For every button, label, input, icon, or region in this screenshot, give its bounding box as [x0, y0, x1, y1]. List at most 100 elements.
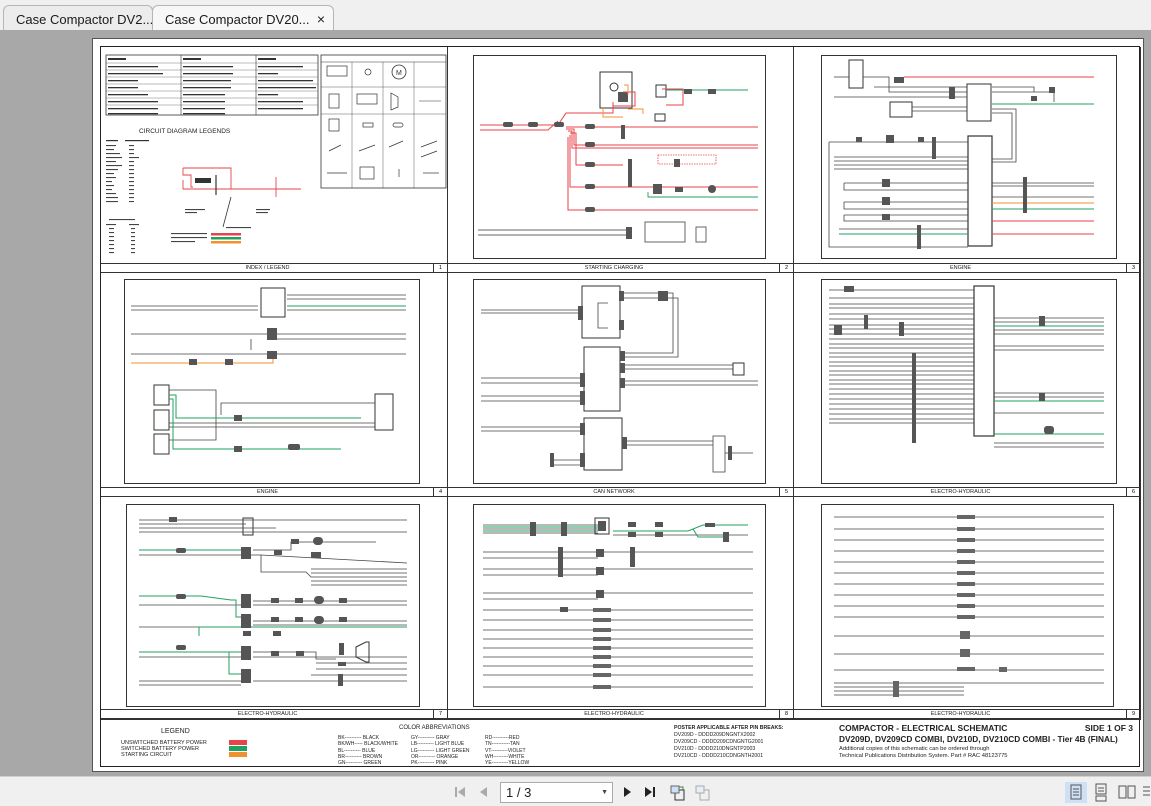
can-network-drawing: [481, 285, 758, 473]
cell-number: 2: [779, 263, 793, 272]
engine-4-drawing: [131, 287, 406, 455]
cell-title: ELECTRO-HYDRAULIC: [448, 709, 780, 718]
electro-hydraulic-9-drawing: [834, 515, 1104, 697]
order-note-2: Technical Publications Distribution Syst…: [839, 753, 1008, 759]
cell-number: 7: [433, 709, 447, 718]
previous-page-button[interactable]: [476, 784, 492, 800]
continuous-view-button[interactable]: [1090, 782, 1112, 803]
diagram-frame: [821, 504, 1114, 707]
abbreviations-column-3: RD----------RED TN-----------TAN VT-----…: [485, 735, 530, 767]
diagram-frame: [473, 279, 766, 484]
abbreviations-column-2: GY---------- GRAY LB---------- LIGHT BLU…: [411, 735, 470, 767]
next-page-button[interactable]: [619, 784, 635, 800]
schematic-sheet: M: [100, 46, 1141, 768]
page-number-value: 1 / 3: [506, 785, 532, 800]
single-page-icon: [1070, 784, 1082, 800]
legend-title: LEGEND: [161, 728, 190, 735]
single-page-view-button[interactable]: [1065, 782, 1087, 803]
continuous-facing-view-button[interactable]: [1141, 782, 1151, 803]
cell-title: INDEX / LEGEND: [101, 263, 434, 272]
color-swatch-green: [229, 746, 247, 751]
previous-view-icon: [670, 785, 685, 801]
last-page-icon: [645, 787, 655, 797]
cell-can-network: CAN NETWORK 5: [448, 273, 794, 497]
side-indicator: SIDE 1 OF 3: [1084, 723, 1133, 733]
tab-label: Case Compactor DV2...: [16, 12, 154, 27]
engine-3-drawing: [828, 59, 1094, 249]
diagram-frame: [473, 504, 766, 707]
cell-title: STARTING CHARGING: [448, 263, 780, 272]
poster-line: DV209D - DDDD209DNGNTX2002: [674, 732, 756, 738]
navigation-toolbar: 1 / 3 ▼: [0, 776, 1151, 806]
legend-item-starting: STARTING CIRCUIT: [121, 752, 261, 758]
legend-label: UNSWITCHED BATTERY POWER: [121, 740, 207, 746]
cell-electro-hydraulic-8: ELECTRO-HYDRAULIC 8: [448, 497, 794, 719]
electro-hydraulic-8-drawing: [483, 517, 753, 689]
order-note-1: Additional copies of this schematic can …: [839, 746, 990, 752]
next-page-icon: [624, 787, 631, 797]
cell-title: ELECTRO-HYDRAULIC: [794, 709, 1127, 718]
abbreviations-column-1: BK---------- BLACK BK/WH----- BLACK/WHIT…: [338, 735, 398, 767]
diagram-frame: [473, 55, 766, 259]
last-page-button[interactable]: [642, 784, 658, 800]
index-legend-drawing: M: [105, 54, 447, 254]
cell-title: ELECTRO-HYDRAULIC: [101, 709, 434, 718]
dropdown-arrow-icon: ▼: [601, 789, 608, 796]
facing-pages-icon: [1118, 785, 1136, 799]
color-swatch-red: [229, 740, 247, 745]
page-number-dropdown[interactable]: 1 / 3 ▼: [500, 782, 613, 803]
cell-electro-hydraulic-7: ELECTRO-HYDRAULIC 7: [101, 497, 448, 719]
circuit-legends-title: CIRCUIT DIAGRAM LEGENDS: [139, 128, 231, 135]
svg-text:M: M: [396, 70, 402, 77]
continuous-page-icon: [1095, 783, 1107, 802]
title-block: COMPACTOR - ELECTRICAL SCHEMATIC SIDE 1 …: [839, 723, 1139, 759]
color-abbreviations-title: COLOR ABBREVIATIONS: [399, 725, 470, 731]
document-viewer[interactable]: M: [0, 30, 1151, 776]
schematic-footer: LEGEND UNSWITCHED BATTERY POWER SWITCHED…: [101, 719, 1141, 768]
cell-title: CAN NETWORK: [448, 487, 780, 496]
pdf-page: M: [92, 38, 1144, 772]
cell-number: 5: [779, 487, 793, 496]
diagram-frame: [124, 279, 420, 484]
cell-title: ENGINE: [794, 263, 1127, 272]
models-line: DV209D, DV209CD COMBI, DV210D, DV210CD C…: [839, 734, 1118, 744]
poster-line: DV209CD - DDDD209CDNGNTG2001: [674, 739, 764, 745]
diagram-frame: [821, 279, 1117, 484]
diagram-frame: [821, 55, 1117, 259]
tab-bar: Case Compactor DV2... Case Compactor DV2…: [0, 0, 1151, 31]
continuous-facing-icon: [1143, 786, 1150, 796]
first-page-button[interactable]: [452, 784, 468, 800]
legend-item-unswitched: UNSWITCHED BATTERY POWER: [121, 740, 261, 746]
electro-hydraulic-7-drawing: [139, 517, 408, 686]
cell-number: 1: [433, 263, 447, 272]
tab-document-2[interactable]: Case Compactor DV20... ×: [152, 5, 334, 31]
cell-number: 9: [1126, 709, 1140, 718]
legend-item-switched: SWITCHED BATTERY POWER: [121, 746, 261, 752]
cell-number: 3: [1126, 263, 1140, 272]
close-icon[interactable]: ×: [316, 11, 325, 27]
cell-starting-charging: STARTING CHARGING 2: [448, 47, 794, 273]
poster-applicability: POSTER APPLICABLE AFTER PIN BREAKS: DV20…: [674, 725, 783, 760]
cell-number: 6: [1126, 487, 1140, 496]
starting-charging-drawing: [478, 71, 758, 243]
schematic-title: COMPACTOR - ELECTRICAL SCHEMATIC: [839, 723, 1008, 733]
electro-hydraulic-6-drawing: [829, 285, 1104, 448]
poster-title: POSTER APPLICABLE AFTER PIN BREAKS:: [674, 725, 784, 731]
cell-title: ELECTRO-HYDRAULIC: [794, 487, 1127, 496]
cell-electro-hydraulic-6: ELECTRO-HYDRAULIC 6: [794, 273, 1141, 497]
cell-number: 8: [779, 709, 793, 718]
first-page-icon: [455, 787, 465, 797]
previous-view-button[interactable]: [669, 784, 685, 801]
next-view-icon: [695, 785, 710, 801]
legend-label: STARTING CIRCUIT: [121, 752, 173, 758]
poster-line: DV210CD - DDDD210CDNGNTH2001: [674, 753, 764, 759]
next-view-button[interactable]: [694, 784, 710, 801]
tab-label: Case Compactor DV20...: [165, 12, 310, 27]
cell-engine-4: ENGINE 4: [101, 273, 448, 497]
cell-number: 4: [433, 487, 447, 496]
color-swatch-orange: [229, 752, 247, 757]
facing-pages-view-button[interactable]: [1116, 782, 1138, 803]
tab-document-1[interactable]: Case Compactor DV2...: [3, 5, 153, 31]
cell-title: ENGINE: [101, 487, 434, 496]
cell-engine-3: ENGINE 3: [794, 47, 1141, 273]
